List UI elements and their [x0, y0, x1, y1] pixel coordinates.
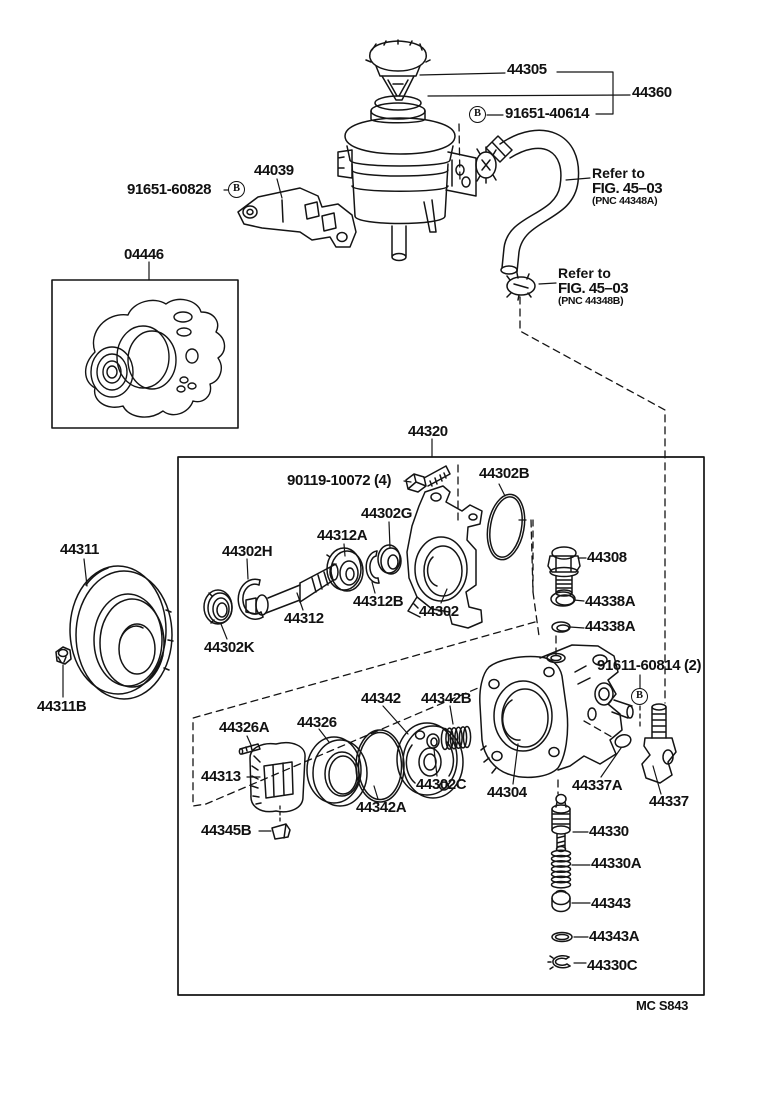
part-label-44337A: 44337A: [572, 777, 623, 794]
part-label-44343A: 44343A: [589, 928, 640, 945]
pulley-drawing: [69, 565, 174, 700]
part-label-44338A-1: 44338A: [585, 593, 636, 610]
part-label-44312B: 44312B: [353, 593, 404, 610]
refer-note-a-line3: (PNC 44348A): [592, 195, 658, 207]
part-label-44308: 44308: [587, 549, 627, 566]
part-label-44337: 44337: [649, 793, 689, 810]
part-label-91651-40614: 91651-40614: [505, 105, 590, 122]
part-label-44302G: 44302G: [361, 505, 412, 522]
plate-44342-drawing: [396, 722, 464, 799]
part-label-44326: 44326: [297, 714, 337, 731]
refer-note-b: Refer to FIG. 45–03 (PNC 44348B): [558, 265, 629, 307]
part-label-44302K: 44302K: [204, 639, 255, 656]
part-label-44304: 44304: [487, 784, 527, 801]
part-label-44312: 44312: [284, 610, 324, 627]
refer-note-a: Refer to FIG. 45–03 (PNC 44348A): [592, 165, 663, 207]
valve-44330-drawing: [551, 793, 571, 853]
oring-44302B-drawing: [486, 493, 526, 561]
gasket-44338A2-drawing: [551, 621, 571, 633]
fastener-b-icon: B: [631, 688, 648, 705]
part-label-44342A: 44342A: [356, 799, 407, 816]
plug-44308-drawing: [547, 546, 581, 597]
oring-44342A-drawing: [355, 729, 405, 803]
part-label-91651-60828: 91651-60828: [127, 181, 212, 198]
part-label-44305: 44305: [507, 61, 547, 78]
bracket-44039-drawing: [237, 187, 357, 248]
part-label-44330A: 44330A: [591, 855, 642, 872]
part-label-44302B: 44302B: [479, 465, 530, 482]
oil-seal-44302K-drawing: [203, 589, 233, 625]
part-label-44311: 44311: [60, 541, 99, 558]
part-label-44302C: 44302C: [416, 776, 467, 793]
plug-44345B-drawing: [271, 823, 291, 840]
part-label-44330C: 44330C: [587, 957, 638, 974]
fastener-b-icon: B: [228, 181, 245, 198]
main-box: [177, 456, 705, 996]
snap-washer-44330C-drawing: [547, 955, 571, 970]
part-label-44039: 44039: [254, 162, 294, 179]
part-label-44313: 44313: [201, 768, 241, 785]
oring-44337A-drawing: [614, 733, 632, 749]
refer-note-b-line3: (PNC 44348B): [558, 295, 624, 307]
part-label-44345B: 44345B: [201, 822, 252, 839]
spring-44342B-drawing: [440, 725, 472, 751]
front-housing-drawing: [406, 485, 483, 629]
seal-44302G-drawing: [377, 544, 402, 575]
cam-ring-44326-drawing: [306, 736, 368, 807]
refer-note-a-line2: FIG. 45–03: [592, 180, 663, 197]
gasket-kit-box: [51, 279, 239, 429]
refer-note-a-line1: Refer to: [592, 165, 645, 181]
pulley-nut-drawing: [55, 646, 72, 665]
part-label-44342B: 44342B: [421, 690, 472, 707]
part-label-44338A-2: 44338A: [585, 618, 636, 635]
figure-code: MC S843: [636, 998, 689, 1013]
flange-44304-drawing: [479, 655, 569, 779]
reservoir-drawing: [337, 95, 477, 262]
spring-44330A-drawing: [550, 849, 572, 889]
rotor-44313-drawing: [249, 742, 306, 813]
fastener-b-icon: B: [469, 106, 486, 123]
part-label-90119-10072: 90119-10072 (4): [287, 472, 392, 489]
part-label-44326A: 44326A: [219, 719, 270, 736]
part-label-44360: 44360: [632, 84, 672, 101]
refer-note-b-line1: Refer to: [558, 265, 611, 281]
leader-lines: [62, 71, 662, 964]
part-label-44330: 44330: [589, 823, 629, 840]
gasket-kit-drawing: [84, 298, 226, 418]
part-label-44342: 44342: [361, 690, 401, 707]
refer-note-b-line2: FIG. 45–03: [558, 280, 629, 297]
bearing-44312A-drawing: [326, 547, 364, 592]
gasket-44338A1-drawing: [550, 591, 576, 607]
ring-44302C-drawing: [426, 733, 440, 749]
shaft-44312-drawing: [245, 563, 339, 616]
gasket-44343A-drawing: [551, 931, 573, 943]
part-label-91611-60814: 91611-60814 (2): [597, 657, 702, 674]
pin-44326A-drawing: [238, 743, 261, 755]
reservoir-cap-drawing: [365, 39, 431, 101]
hose-clamp-b-drawing: [506, 272, 536, 301]
snap-ring-44312B-drawing: [365, 550, 380, 584]
hose-drawing: [485, 129, 580, 275]
part-label-44343: 44343: [591, 895, 631, 912]
bolt-90119-drawing: [405, 465, 451, 493]
part-label-04446: 04446: [124, 246, 164, 263]
part-label-44302: 44302: [419, 603, 459, 620]
part-label-44320: 44320: [408, 423, 448, 440]
part-label-44311B: 44311B: [37, 698, 87, 715]
dashed-lines: [192, 123, 666, 823]
seat-44343-drawing: [551, 889, 571, 913]
hose-clamp-a-drawing: [475, 146, 497, 184]
union-44337-drawing: [641, 703, 677, 784]
part-label-44302H: 44302H: [222, 543, 273, 560]
part-label-44312A: 44312A: [317, 527, 368, 544]
